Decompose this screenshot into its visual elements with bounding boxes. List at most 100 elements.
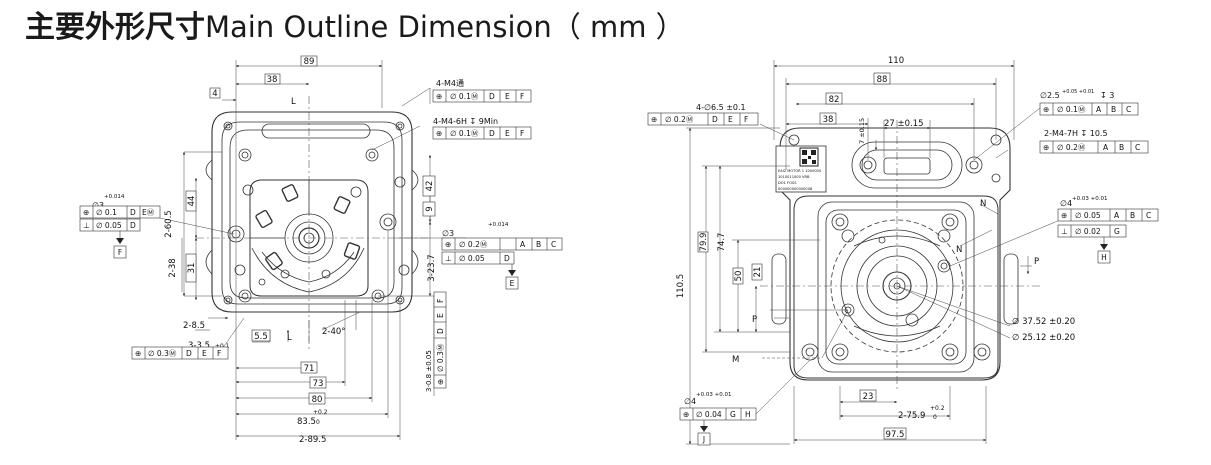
callout-phi-2-5-depth: ↧ 3	[1100, 91, 1114, 100]
dim-N-mid: N	[956, 245, 962, 255]
svg-text:⊕: ⊕	[83, 208, 89, 217]
svg-text:D: D	[504, 254, 510, 263]
dim-3-23-7: 3-23.7	[427, 254, 437, 281]
svg-text:⊕: ⊕	[1061, 211, 1067, 220]
right-view	[686, 60, 1061, 445]
svg-text:∅ 0.2Ⓜ: ∅ 0.2Ⓜ	[1057, 143, 1086, 152]
tol-r-zero: 0	[933, 414, 937, 421]
datum-F: F	[113, 231, 127, 259]
svg-text:1010011000 VRB: 1010011000 VRB	[778, 175, 810, 179]
datum-J: J	[697, 420, 711, 446]
dim-31: 31	[187, 263, 197, 274]
dim-73: 73	[313, 379, 324, 389]
dim-23: 23	[863, 392, 874, 402]
dim-P-left: P	[752, 315, 757, 325]
datum-H: H	[1097, 237, 1111, 264]
svg-text:∅ 0.1Ⓜ: ∅ 0.1Ⓜ	[450, 92, 479, 101]
svg-text:EⓂ: EⓂ	[142, 208, 155, 217]
svg-text:∅ 0.1Ⓜ: ∅ 0.1Ⓜ	[450, 129, 479, 138]
callout-4-m4-through: 4-M4通	[436, 78, 464, 88]
callout-2-m4-7h: 2-M4-7H ↧ 10.5	[1044, 129, 1108, 138]
svg-text:⊕: ⊕	[445, 240, 451, 249]
svg-text:∅ 0.1Ⓜ: ∅ 0.1Ⓜ	[1057, 105, 1086, 114]
tol-plus-02: +0.2	[313, 409, 328, 416]
dim-2-8-5: 2-8.5	[183, 321, 205, 331]
dim-21: 21	[753, 267, 763, 278]
svg-text:D: D	[436, 328, 445, 334]
right-callouts: 4-∅6.5 ±0.1 ∅2.5 +0.05 +0.01 ↧ 3 2-M4-7H…	[684, 89, 1114, 406]
svg-text:A: A	[520, 240, 526, 249]
dim-4: 4	[212, 89, 217, 99]
svg-text:⊥: ⊥	[1061, 227, 1068, 236]
dim-89: 89	[304, 57, 315, 67]
svg-text:B: B	[536, 240, 541, 249]
svg-text:∅ 0.05: ∅ 0.05	[96, 221, 122, 230]
svg-text:∅ 0.3Ⓜ: ∅ 0.3Ⓜ	[148, 349, 177, 358]
svg-text:⊕: ⊕	[436, 129, 442, 138]
dim-7-tol: 7 ±0.15	[858, 118, 866, 144]
dim-44: 44	[187, 196, 197, 207]
dim-2-75-9: 2-75.9	[898, 411, 925, 421]
dim-83-5: 83.5	[297, 417, 316, 427]
svg-text:E: E	[436, 313, 445, 318]
svg-text:F: F	[217, 349, 221, 358]
dim-2-38: 2-38	[168, 258, 178, 277]
page-title: 主要外形尺寸Main Outline Dimension（ mm ）	[25, 4, 685, 50]
dim-phi-37-52: ∅ 37.52 ±0.20	[1012, 317, 1075, 327]
svg-text:A: A	[1114, 211, 1120, 220]
svg-text:F: F	[744, 115, 748, 124]
svg-text:E: E	[505, 129, 510, 138]
left-dimension-labels: 89 38 4 L 2-60.5 44 42 9 2-38 31 3-23.7 …	[164, 55, 437, 445]
svg-text:A: A	[1103, 143, 1109, 152]
left-callouts: 4-M4通 4-M4-6H ↧ 9Min ∅3 +0.014 ∅3 +0.014	[92, 78, 509, 238]
svg-text:C: C	[551, 240, 556, 249]
svg-text:∅ 0.3Ⓜ: ∅ 0.3Ⓜ	[436, 343, 445, 372]
svg-text:∅ 0.02: ∅ 0.02	[1075, 227, 1101, 236]
dim-110-5: 110.5	[676, 274, 686, 298]
dim-L-bottom: L	[287, 333, 292, 343]
svg-text:∅ 0.05: ∅ 0.05	[459, 254, 485, 263]
dim-71: 71	[304, 364, 315, 374]
svg-text:⊕: ⊕	[683, 410, 689, 419]
dim-2-40-deg: 2-40°	[322, 327, 346, 337]
svg-text:D: D	[186, 349, 192, 358]
callout-phi-4-right-tol: +0.03 +0.01	[1072, 196, 1107, 202]
svg-text:⊕: ⊕	[135, 349, 141, 358]
svg-text:D: D	[489, 129, 495, 138]
dim-42: 42	[425, 181, 435, 192]
callout-phi3-right: ∅3	[442, 229, 454, 238]
svg-text:∅ 0.05: ∅ 0.05	[1075, 211, 1101, 220]
callout-phi3-right-tol: +0.014	[488, 222, 509, 228]
nameplate-text: EAI2 MOTOR 1 1000000 1010011000 VRB DO1 …	[778, 169, 822, 191]
dim-9: 9	[425, 206, 435, 211]
callout-phi-4-bottom: ∅4	[684, 397, 696, 406]
svg-text:J: J	[702, 435, 705, 444]
tol-r-plus-02: +0.2	[930, 405, 945, 412]
callout-4-holes-6-5: 4-∅6.5 ±0.1	[696, 103, 746, 112]
title-chinese: 主要外形尺寸	[25, 10, 205, 45]
callout-phi3-left: ∅3	[92, 201, 104, 210]
dim-3-3-5: 3-3.5	[188, 341, 210, 351]
fcf-right-e: ⊥ ∅ 0.02 G	[1057, 224, 1127, 238]
dim-2-89-5: 2-89.5	[299, 435, 326, 445]
dim-5-5: 5.5	[254, 332, 268, 342]
svg-text:G: G	[1114, 227, 1120, 236]
dim-82: 82	[829, 95, 840, 105]
dim-L-top: L	[291, 97, 296, 107]
svg-text:B: B	[1111, 105, 1116, 114]
callout-4-m4-depth: 4-M4-6H ↧ 9Min	[433, 117, 498, 126]
dim-80: 80	[312, 395, 323, 405]
callout-phi3-left-tol: +0.014	[104, 194, 125, 200]
